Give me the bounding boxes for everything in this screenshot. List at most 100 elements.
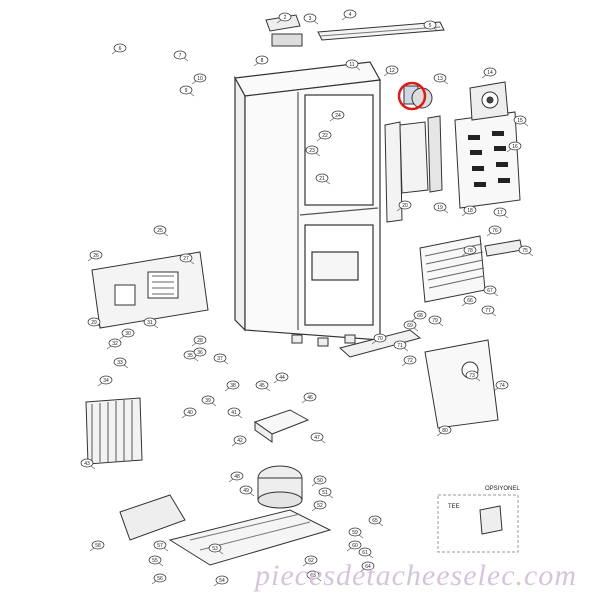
- callout-number: 74: [499, 383, 505, 389]
- callout-bubble: [179, 253, 193, 263]
- refrigerator-cabinet: [234, 61, 381, 341]
- callout: 49: [239, 485, 253, 495]
- callout-number: 79: [432, 318, 438, 324]
- callout-number: 61: [362, 550, 368, 556]
- callout: 43: [80, 458, 94, 468]
- callout: 39: [201, 395, 215, 405]
- callout: 5: [423, 20, 437, 30]
- callout-bubble: [121, 328, 135, 338]
- callout-number: 66: [467, 298, 473, 304]
- optional-box-title: OPSIYONEL: [485, 486, 520, 492]
- callout: 68: [413, 310, 427, 320]
- callout-bubble: [403, 355, 417, 365]
- callout: 31: [143, 317, 157, 327]
- callout-number: 38: [230, 383, 236, 389]
- callout-bubble: [361, 561, 375, 571]
- callout: 15: [513, 115, 527, 125]
- callout-number: 71: [397, 343, 403, 349]
- callout-number: 3: [309, 16, 312, 22]
- callout-number: 69: [407, 323, 413, 329]
- callout: 74: [495, 380, 509, 390]
- callout-number: 47: [314, 435, 320, 441]
- callout-number: 63: [310, 573, 316, 579]
- callout-number: 67: [487, 288, 493, 294]
- callout: 63: [306, 570, 320, 580]
- callout-number: 6: [119, 46, 122, 52]
- callout: 21: [315, 173, 329, 183]
- callout-number: 72: [407, 358, 413, 364]
- callout: 77: [481, 305, 495, 315]
- callout: 47: [310, 432, 324, 442]
- callout-number: 25: [157, 228, 163, 234]
- callout-bubble: [331, 110, 345, 120]
- callout: 61: [358, 547, 372, 557]
- callout-bubble: [275, 372, 289, 382]
- callout-number: 20: [402, 203, 408, 209]
- callout-bubble: [493, 207, 507, 217]
- drip-tray: [253, 409, 310, 443]
- callout: 52: [313, 500, 327, 510]
- callout-number: 65: [372, 518, 378, 524]
- callout: 8: [255, 55, 269, 65]
- callout-number: 35: [187, 353, 193, 359]
- callout: 27: [179, 253, 193, 263]
- callout-bubble: [148, 555, 162, 565]
- callout-number: 17: [497, 210, 503, 216]
- callout-number: 48: [234, 474, 240, 480]
- callout-number: 46: [307, 395, 313, 401]
- callout: 13: [433, 73, 447, 83]
- callout-bubble: [463, 205, 477, 215]
- callout-bubble: [215, 575, 229, 585]
- callout-bubble: [153, 225, 167, 235]
- callout-bubble: [393, 340, 407, 350]
- callout-bubble: [463, 295, 477, 305]
- callout: 55: [148, 555, 162, 565]
- left-bracket: [119, 494, 186, 541]
- callout: 33: [113, 357, 127, 367]
- callout-number: 70: [377, 336, 383, 342]
- callout: 45: [255, 380, 269, 390]
- callout-bubble: [465, 370, 479, 380]
- evaporator-cover: [454, 111, 521, 209]
- callout-number: 12: [389, 68, 395, 74]
- callout-number: 32: [112, 341, 118, 347]
- callout: 57: [153, 540, 167, 550]
- callout: 69: [403, 320, 417, 330]
- callout-number: 59: [352, 530, 358, 536]
- callout-bubble: [80, 458, 94, 468]
- callout-number: 7: [179, 53, 182, 59]
- callout-bubble: [143, 317, 157, 327]
- callout-number: 31: [147, 320, 153, 326]
- callout-bubble: [348, 527, 362, 537]
- callout-bubble: [368, 515, 382, 525]
- callout: 25: [153, 225, 167, 235]
- callout-number: 28: [197, 338, 203, 344]
- callout: 54: [215, 575, 229, 585]
- callout-number: 41: [231, 410, 237, 416]
- callout-bubble: [239, 485, 253, 495]
- callout-number: 58: [95, 543, 101, 549]
- callout: 3: [303, 13, 317, 23]
- callout-number: 4: [349, 12, 352, 18]
- callout-number: 8: [261, 58, 264, 64]
- kick-plate: [338, 329, 422, 358]
- callout-bubble: [193, 347, 207, 357]
- callout-number: 42: [237, 438, 243, 444]
- callout: 22: [318, 130, 332, 140]
- callout: 6: [113, 43, 127, 53]
- callout-number: 15: [517, 118, 523, 124]
- callout-number: 34: [103, 378, 109, 384]
- callout-bubble: [183, 407, 197, 417]
- callout: 16: [508, 141, 522, 151]
- callout: 20: [398, 200, 412, 210]
- callout: 24: [331, 110, 345, 120]
- callout-number: 14: [487, 70, 493, 76]
- callout-bubble: [318, 487, 332, 497]
- callout-number: 73: [469, 373, 475, 379]
- callout-number: 22: [322, 133, 328, 139]
- callout-number: 11: [349, 62, 354, 68]
- highlighted-part: [397, 81, 433, 111]
- callout: 40: [183, 407, 197, 417]
- callout: 51: [318, 487, 332, 497]
